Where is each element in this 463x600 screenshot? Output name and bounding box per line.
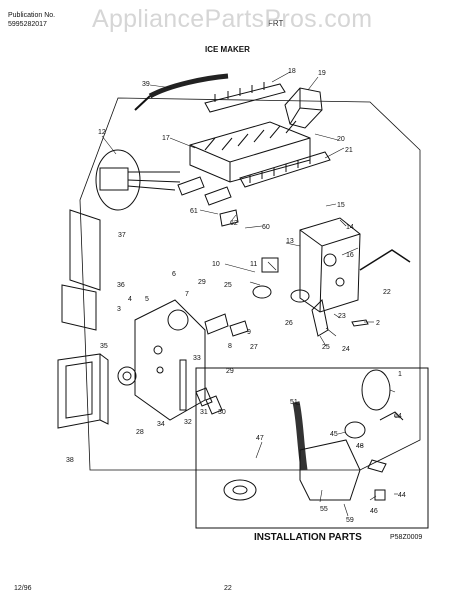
callout-27: 27 [250, 344, 258, 351]
callout-25b: 25 [224, 282, 232, 289]
callout-labels: 1 2 3 4 5 6 7 8 9 10 11 12 13 14 15 16 1… [66, 68, 406, 524]
callout-18: 18 [288, 68, 296, 75]
callout-3: 3 [117, 306, 121, 313]
callout-38: 38 [66, 457, 74, 464]
callout-7: 7 [185, 291, 189, 298]
callout-19: 19 [318, 70, 326, 77]
diagram-linework [57, 71, 429, 529]
callout-29b: 29 [226, 368, 234, 375]
model-number: FRT [268, 19, 284, 28]
callout-17: 17 [162, 135, 170, 142]
callout-11: 11 [250, 261, 257, 268]
callout-37: 37 [118, 232, 126, 239]
callout-31: 31 [200, 409, 208, 416]
page-title: ICE MAKER [205, 45, 250, 54]
callout-23: 23 [338, 313, 346, 320]
callout-62: 62 [230, 220, 238, 227]
callout-55: 55 [320, 506, 328, 513]
footer-date: 12/96 [14, 585, 32, 592]
footer-page: 22 [224, 585, 232, 592]
callout-9: 9 [247, 329, 251, 336]
callout-61: 61 [190, 208, 198, 215]
callout-60: 60 [262, 224, 270, 231]
callout-22: 22 [383, 289, 391, 296]
callout-10: 10 [212, 261, 220, 268]
callout-51: 51 [290, 399, 298, 406]
callout-30: 30 [218, 409, 226, 416]
callout-28: 28 [136, 429, 144, 436]
callout-29: 29 [198, 279, 206, 286]
publication-label: Publication No. [8, 12, 56, 19]
callout-13: 13 [286, 238, 294, 245]
callout-44: 44 [398, 492, 406, 499]
callout-5: 5 [145, 296, 149, 303]
callout-16: 16 [346, 252, 354, 259]
callout-21: 21 [345, 147, 353, 154]
callout-32: 32 [184, 419, 192, 426]
callout-34: 34 [157, 421, 165, 428]
callout-4: 4 [128, 296, 132, 303]
callout-39: 39 [142, 81, 150, 88]
callout-25: 25 [322, 344, 330, 351]
callout-15: 15 [337, 202, 345, 209]
callout-24: 24 [342, 346, 350, 353]
callout-26: 26 [285, 320, 293, 327]
callout-12: 12 [98, 129, 106, 136]
callout-48: 48 [356, 443, 364, 450]
callout-6: 6 [172, 271, 176, 278]
callout-45: 45 [330, 431, 338, 438]
callout-46: 46 [370, 508, 378, 515]
callout-47: 47 [256, 435, 264, 442]
diagram-code: P58Z0009 [390, 534, 423, 541]
callout-8: 8 [228, 343, 232, 350]
callout-14: 14 [346, 224, 354, 231]
watermark: AppliancePartsPros.com [92, 5, 373, 33]
callout-59: 59 [346, 517, 354, 524]
callout-1: 1 [398, 371, 402, 378]
callout-36: 36 [117, 282, 125, 289]
callout-64: 64 [394, 413, 402, 420]
callout-2: 2 [376, 320, 380, 327]
installation-parts-label: INSTALLATION PARTS [254, 532, 362, 543]
callout-35: 35 [100, 343, 108, 350]
publication-number: 5995282017 [8, 21, 47, 28]
callout-33: 33 [193, 355, 201, 362]
callout-20: 20 [337, 136, 345, 143]
